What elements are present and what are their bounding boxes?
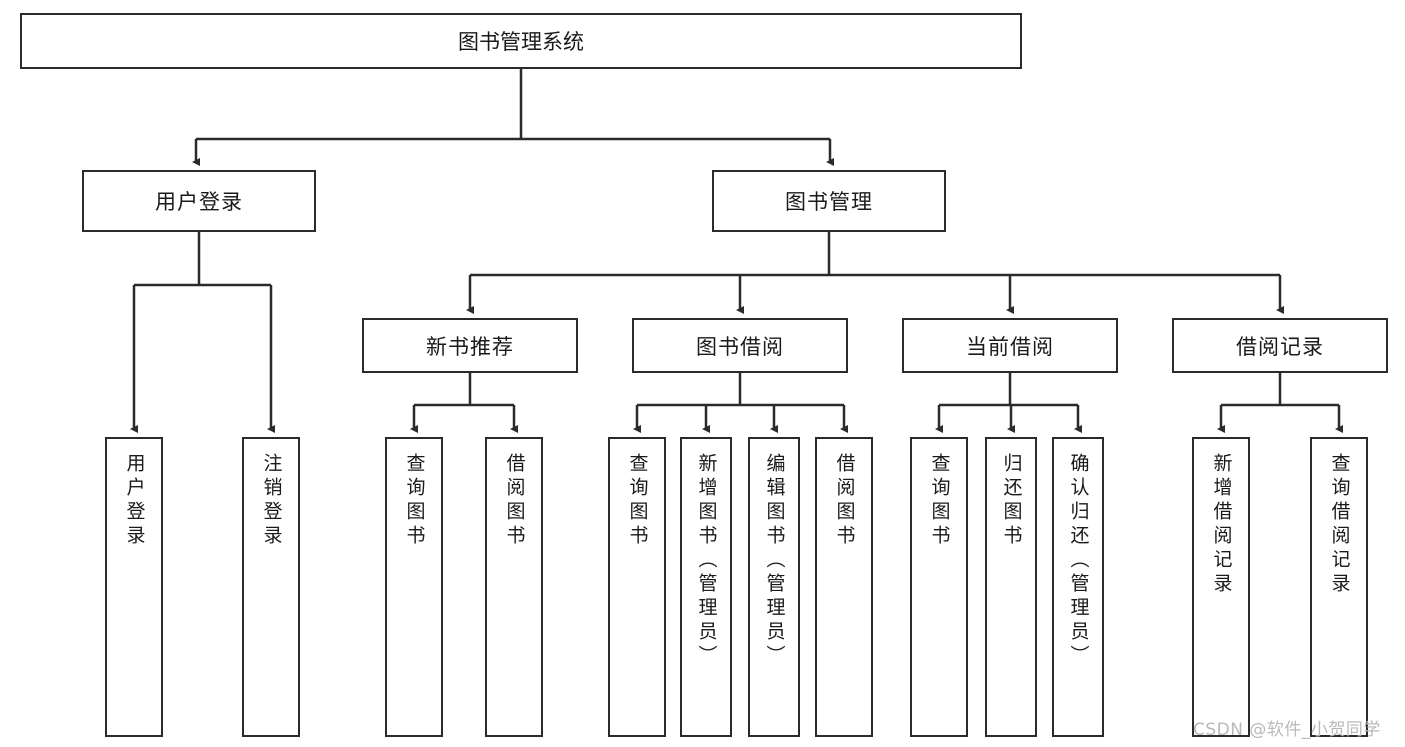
node-user-login[interactable]: 用户登录 <box>82 170 316 232</box>
node-book-borrow[interactable]: 图书借阅 <box>632 318 848 373</box>
node-borrow-record[interactable]: 借阅记录 <box>1172 318 1388 373</box>
node-leaf-logout[interactable]: 注销登录 <box>242 437 300 737</box>
node-label: 注销登录 <box>260 453 283 549</box>
node-leaf-confirm-return[interactable]: 确认归还（管理员） <box>1052 437 1104 737</box>
node-current-borrow[interactable]: 当前借阅 <box>902 318 1118 373</box>
node-label: 借阅图书 <box>833 453 856 549</box>
node-label: 编辑图书（管理员） <box>763 453 786 669</box>
node-label: 图书管理 <box>785 190 873 214</box>
node-book-manage[interactable]: 图书管理 <box>712 170 946 232</box>
node-leaf-query-book-borrow[interactable]: 查询图书 <box>608 437 666 737</box>
node-label: 查询图书 <box>403 453 426 549</box>
node-label: 借阅图书 <box>503 453 526 549</box>
node-label: 查询借阅记录 <box>1328 453 1351 597</box>
node-label: 图书管理系统 <box>458 30 584 54</box>
node-leaf-query-book-rec[interactable]: 查询图书 <box>385 437 443 737</box>
watermark-text: CSDN @软件_小贺同学 <box>1193 720 1381 740</box>
node-root-system[interactable]: 图书管理系统 <box>20 13 1022 69</box>
node-label: 借阅记录 <box>1236 334 1324 359</box>
node-label: 用户登录 <box>123 453 146 549</box>
node-label: 归还图书 <box>1000 453 1023 549</box>
node-leaf-return-book[interactable]: 归还图书 <box>985 437 1037 737</box>
node-leaf-query-borrow-record[interactable]: 查询借阅记录 <box>1310 437 1368 737</box>
node-leaf-edit-book[interactable]: 编辑图书（管理员） <box>748 437 800 737</box>
node-label: 当前借阅 <box>966 334 1054 359</box>
node-leaf-borrow-book[interactable]: 借阅图书 <box>815 437 873 737</box>
node-label: 新增借阅记录 <box>1210 453 1233 597</box>
node-label: 新增图书（管理员） <box>695 453 718 669</box>
node-leaf-borrow-book-rec[interactable]: 借阅图书 <box>485 437 543 737</box>
node-new-book-recommend[interactable]: 新书推荐 <box>362 318 578 373</box>
node-label: 新书推荐 <box>426 334 514 359</box>
node-leaf-user-login[interactable]: 用户登录 <box>105 437 163 737</box>
node-label: 用户登录 <box>155 190 243 214</box>
node-label: 图书借阅 <box>696 334 784 359</box>
node-label: 查询图书 <box>626 453 649 549</box>
node-leaf-query-book-current[interactable]: 查询图书 <box>910 437 968 737</box>
node-leaf-add-book[interactable]: 新增图书（管理员） <box>680 437 732 737</box>
node-leaf-add-borrow-record[interactable]: 新增借阅记录 <box>1192 437 1250 737</box>
node-label: 查询图书 <box>928 453 951 549</box>
node-label: 确认归还（管理员） <box>1067 453 1090 669</box>
